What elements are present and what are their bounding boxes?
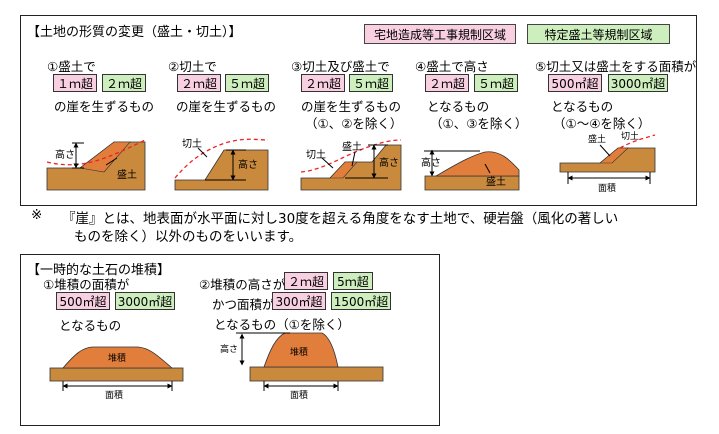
- case4-line3: （①、③を除く）: [430, 116, 528, 131]
- case5-label-area: 面積: [598, 182, 616, 194]
- case4-label-fill: 盛土: [486, 175, 506, 188]
- case4-tag-green: ５ｍ超: [474, 74, 518, 92]
- case2-label-cut: 切土: [182, 137, 202, 150]
- section2-case2-diagram: 堆積 高さ 面積: [220, 332, 384, 401]
- case1-line2: の崖を生ずるもの: [54, 99, 155, 114]
- case4-diagram: 高さ 盛土: [421, 149, 520, 191]
- section2-case1-label-area: 面積: [105, 389, 123, 401]
- case1-label-fill: 盛土: [117, 168, 137, 181]
- section2-case2-tag-pink: ２ｍ超: [284, 272, 328, 290]
- footnote-line1: 『崖』とは、地表面が水平面に対し30度を超える角度をなす土地で、硬岩盤（風化の著…: [62, 211, 619, 227]
- temporary-stockpile-section: [20, 254, 440, 426]
- case2-title: ②切土で: [168, 59, 217, 74]
- section2-case2-tag-green: 5ｍ超: [333, 272, 373, 290]
- case2-line2: の崖を生ずるもの: [176, 99, 277, 114]
- legend-takuchi: 宅地造成等工事規制区域: [364, 24, 516, 44]
- case4-label-height: 高さ: [421, 156, 441, 169]
- case3-line2: の崖を生ずるもの: [301, 99, 402, 114]
- section2-case2-label-height: 高さ: [220, 343, 238, 355]
- case1-label-height: 高さ: [55, 148, 75, 161]
- case2-tag-green: ５ｍ超: [225, 74, 269, 92]
- case5-line3: （①～④を除く）: [553, 116, 651, 131]
- footnote-line2: ものを除く）以外のものをいいます。: [74, 229, 303, 245]
- case1-diagram: 高さ 盛土: [46, 139, 146, 191]
- section2-case2-line2: かつ面積が: [212, 297, 275, 312]
- case5-tag-pink: 500㎡超: [548, 74, 602, 92]
- case3-label-fill: 盛土: [342, 140, 362, 153]
- case2-diagram: 高さ 切土: [174, 137, 269, 191]
- case3-tag-green: ５ｍ超: [349, 74, 393, 92]
- section1-title: 【土地の形質の変更（盛土・切土）】: [27, 25, 242, 40]
- section2-case1-label-pile: 堆積: [108, 352, 126, 364]
- section2-case2-label-area: 面積: [290, 389, 308, 401]
- section2-case2-line3: となるもの（①を除く）: [214, 317, 350, 332]
- case3-diagram: 高さ 切土 盛土: [300, 139, 402, 191]
- case5-label-fill: 盛土: [588, 133, 606, 145]
- section2-case1-line1: ①堆積の面積が: [43, 277, 130, 292]
- case1-tag-pink: １ｍ超: [53, 74, 97, 92]
- case4-title: ④盛土で高さ: [415, 59, 489, 74]
- case3-label-cut: 切土: [306, 148, 326, 161]
- section2-case2-tag-pink2: 300㎡超: [272, 292, 326, 310]
- case5-tag-green: 3000㎡超: [608, 74, 668, 92]
- case2-label-height: 高さ: [238, 158, 258, 171]
- section2-case1-line2: となるもの: [59, 318, 122, 333]
- case5-line2: となるもの: [551, 99, 614, 114]
- land-modification-section: [20, 15, 697, 206]
- case1-tag-green: ２ｍ超: [102, 74, 146, 92]
- section2-case1-diagram: 堆積 面積: [49, 346, 184, 401]
- section2-case2-label-pile: 堆積: [290, 346, 308, 358]
- case3-title: ③切土及び盛土で: [291, 59, 390, 74]
- section2-title: 【一時的な土石の堆積】: [27, 263, 171, 278]
- case1-title: ①盛土で: [47, 59, 96, 74]
- case5-label-cut: 切土: [621, 130, 639, 142]
- legend-tokutei: 特定盛土等規制区域: [527, 24, 670, 44]
- section2-case1-tag-pink: 500㎡超: [56, 292, 110, 310]
- case4-line2: となるもの: [427, 99, 490, 114]
- case3-line3: （①、②を除く）: [305, 116, 403, 131]
- case3-tag-pink: ２ｍ超: [301, 74, 345, 92]
- case4-tag-pink: ２ｍ超: [425, 74, 469, 92]
- case2-tag-pink: ２ｍ超: [177, 74, 221, 92]
- case3-label-height: 高さ: [379, 156, 399, 169]
- section2-case1-tag-green: 3000㎡超: [115, 292, 175, 310]
- section2-case2-tag-green2: 1500㎡超: [331, 292, 391, 310]
- case5-title: ⑤切土又は盛土をする面積が: [535, 59, 697, 74]
- footnote-mark: ※: [31, 207, 43, 223]
- case5-diagram: 盛土 切土 面積: [559, 130, 656, 194]
- section2-case2-line1: ②堆積の高さが: [199, 277, 286, 292]
